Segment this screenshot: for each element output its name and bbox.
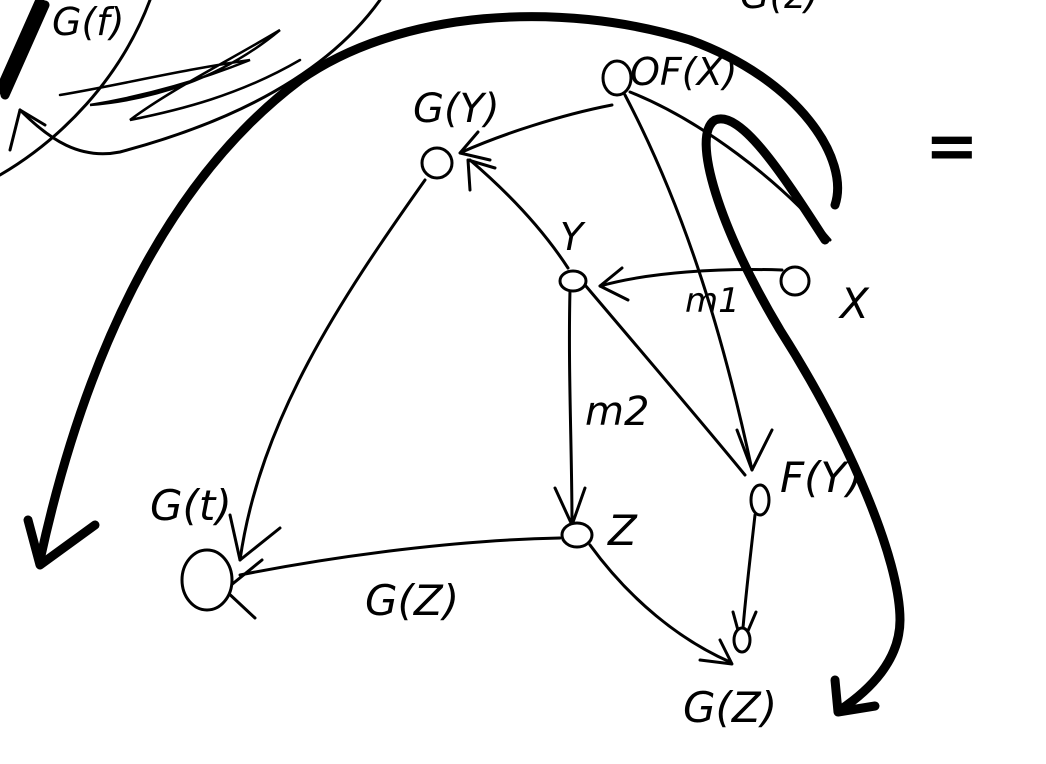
node-y	[558, 269, 588, 293]
label-fy: F(Y)	[780, 453, 863, 502]
outer-arc-right-path	[701, 114, 905, 715]
edges	[223, 90, 832, 666]
edge-label-gz: G(Z)	[365, 576, 459, 625]
label-gz-bottom: G(Z)	[683, 683, 777, 732]
node-gz-bottom	[732, 626, 752, 654]
edge-x-ofx	[628, 90, 832, 242]
edge-x-y-arrowhead	[598, 266, 630, 302]
edge-gy-gt-arrowhead	[228, 513, 282, 562]
node-gt-left	[180, 548, 234, 612]
edge-label-m2: m2	[585, 389, 649, 435]
edge-x-y	[598, 268, 784, 288]
outer-arc-right	[701, 114, 905, 717]
outer-arc-left-arrowhead	[23, 515, 100, 570]
edge-ofx-gy	[460, 103, 614, 154]
partial-curve	[18, 0, 382, 156]
top-left-partial-figure: G(f)	[0, 0, 382, 177]
edge-label-m1: m1	[685, 281, 740, 321]
node-x	[779, 265, 811, 297]
partial-thick-stroke-2	[0, 0, 50, 100]
nodes	[180, 59, 811, 654]
partial-arrowhead	[8, 108, 47, 152]
edge-ofx-fy	[623, 93, 754, 472]
partial-label-gf: G(f)	[52, 0, 124, 44]
edge-z-gt	[238, 536, 562, 577]
outer-arc-right-arrowhead	[830, 675, 880, 717]
scribble-shading	[58, 28, 302, 122]
label-y: Y	[560, 215, 586, 259]
node-fy	[749, 483, 771, 517]
edge-ofx-fy-arrowhead	[735, 428, 774, 472]
edge-z-gz-arrowhead	[698, 638, 734, 666]
label-gy: G(Y)	[413, 86, 500, 132]
label-x: X	[838, 279, 870, 328]
outer-arc-left-path	[35, 12, 843, 565]
edge-y-z	[567, 288, 574, 527]
partial-label-top-right: G(z)	[740, 0, 819, 17]
node-ofx	[601, 59, 633, 97]
partial-line	[0, 0, 152, 177]
edge-y-z-arrowhead	[553, 486, 587, 527]
partial-thick-stroke-1	[0, 0, 45, 95]
node-z	[560, 521, 594, 549]
label-gt-left: G(t)	[150, 481, 232, 530]
node-gy	[420, 146, 454, 180]
labels: G(Y) OF(X) Y X Z F(Y) G(t) G(Z) m1 m2 G(…	[150, 50, 870, 732]
edge-z-gz	[588, 543, 732, 664]
label-z: Z	[607, 506, 638, 555]
outer-arc-left	[23, 12, 843, 570]
edge-gy-gt	[238, 178, 427, 562]
label-ofx: OF(X)	[630, 50, 737, 94]
equals-sign: =	[925, 110, 979, 184]
edge-y-gy-arrowhead	[466, 158, 497, 192]
edge-ofx-gy-arrowhead	[458, 130, 492, 162]
edge-y-gy	[468, 158, 570, 270]
edge-y-fy	[583, 283, 747, 477]
